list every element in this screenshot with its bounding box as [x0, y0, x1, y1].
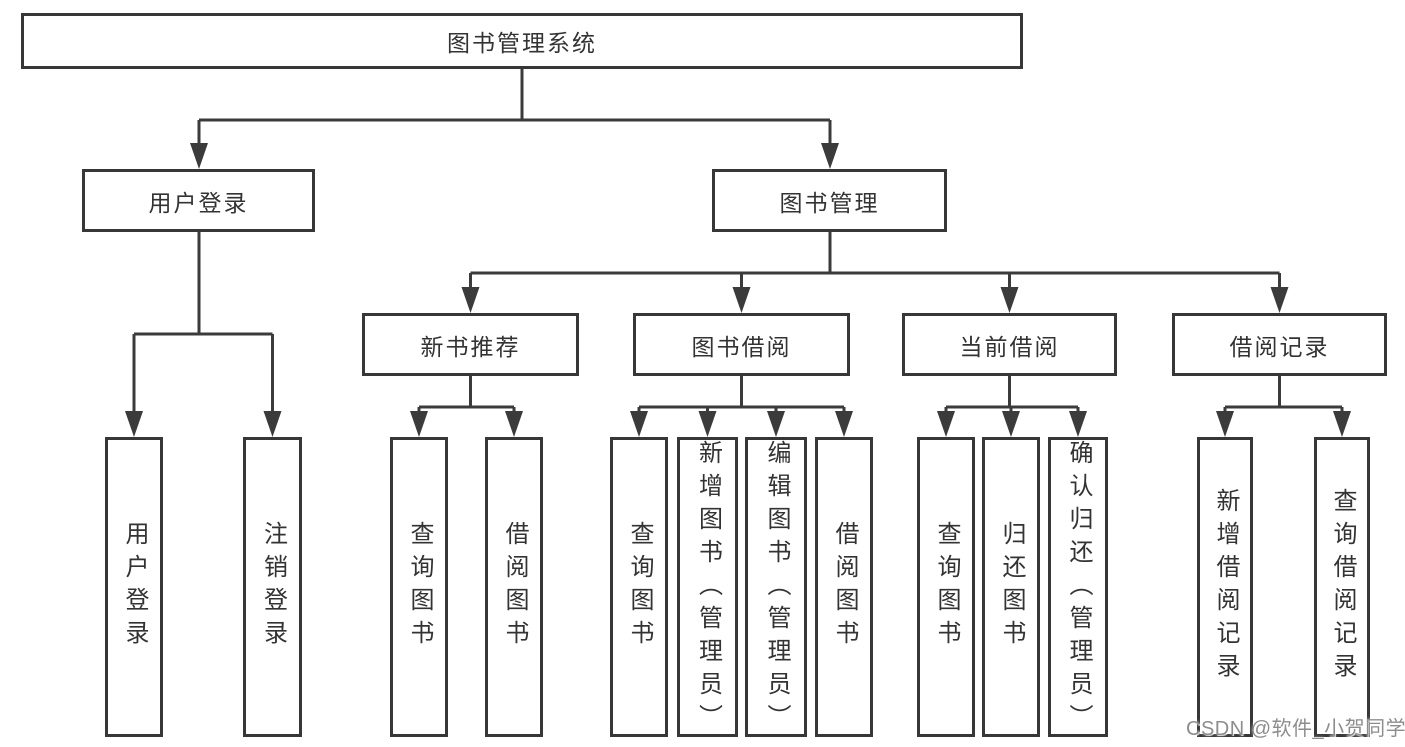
- node-borrow-records: 借阅记录: [1172, 313, 1387, 376]
- node-label: 确认归还（管理员）: [1065, 440, 1092, 737]
- node-label: 借阅图书: [831, 521, 858, 653]
- node-library-management-system: 图书管理系统: [21, 13, 1023, 69]
- leaf-confirm-return-admin: 确认归还（管理员）: [1048, 437, 1108, 737]
- node-user-login: 用户登录: [82, 169, 315, 232]
- node-label: 借阅图书: [501, 521, 528, 653]
- node-label: 新增图书（管理员）: [694, 440, 722, 737]
- node-label: 编辑图书（管理员）: [763, 440, 790, 737]
- leaf-query-borrow-record: 查询借阅记录: [1314, 437, 1370, 737]
- node-label: 当前借阅: [959, 333, 1060, 360]
- node-label: 新增借阅记录: [1212, 488, 1239, 686]
- leaf-borrow-books: 借阅图书: [815, 437, 873, 737]
- arrowheads: [125, 143, 1351, 437]
- leaf-add-borrow-record: 新增借阅记录: [1197, 437, 1253, 737]
- leaf-return-books: 归还图书: [982, 437, 1040, 737]
- node-label: 图书管理系统: [447, 30, 597, 56]
- node-label: 注销登录: [259, 521, 287, 653]
- leaf-query-books-borrow: 查询图书: [610, 437, 668, 737]
- node-label: 借阅记录: [1229, 333, 1330, 360]
- leaf-query-books-current: 查询图书: [917, 437, 975, 737]
- leaf-logout: 注销登录: [243, 437, 302, 737]
- node-current-borrow: 当前借阅: [902, 313, 1117, 376]
- node-book-borrow: 图书借阅: [633, 313, 850, 376]
- node-label: 查询借阅记录: [1329, 488, 1356, 686]
- node-new-book-recommend: 新书推荐: [362, 313, 579, 376]
- leaf-user-login: 用户登录: [105, 437, 163, 737]
- node-label: 图书借阅: [691, 333, 792, 360]
- leaf-query-books-recommend: 查询图书: [390, 437, 448, 737]
- node-label: 图书管理: [779, 189, 880, 216]
- leaf-add-books-admin: 新增图书（管理员）: [677, 437, 738, 737]
- node-label: 用户登录: [121, 521, 148, 653]
- node-label: 用户登录: [148, 189, 249, 216]
- node-label: 归还图书: [998, 521, 1025, 653]
- node-label: 新书推荐: [420, 333, 521, 360]
- csdn-watermark: CSDN @软件_小贺同学: [1186, 718, 1405, 740]
- node-label: 查询图书: [626, 521, 653, 653]
- leaf-edit-books-admin: 编辑图书（管理员）: [745, 437, 807, 737]
- node-label: 查询图书: [933, 521, 960, 653]
- node-label: 查询图书: [406, 521, 433, 653]
- leaf-borrow-books-recommend: 借阅图书: [485, 437, 543, 737]
- node-book-management: 图书管理: [712, 169, 947, 232]
